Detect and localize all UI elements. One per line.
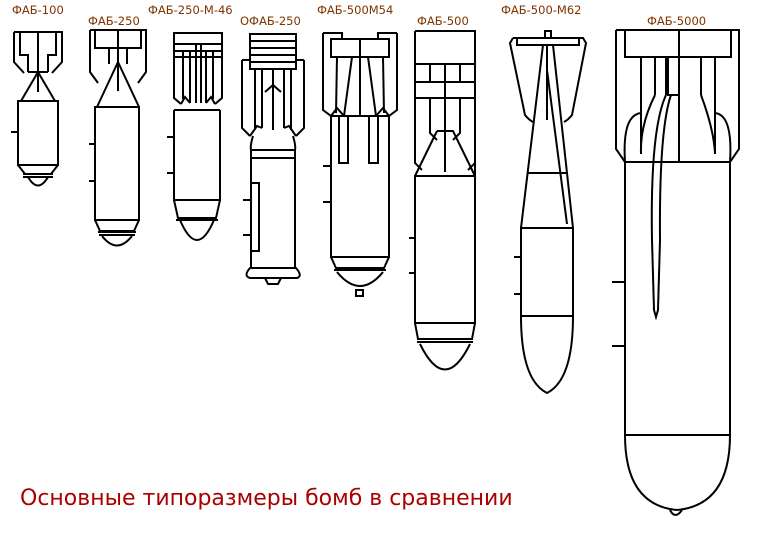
bomb-fab-500-m62 [508, 30, 588, 395]
label-fab-250-m-46: ФАБ-250-М-46 [148, 3, 233, 17]
label-fab-500-m62: ФАБ-500-М62 [501, 3, 582, 17]
bomb-fab-500m54 [322, 32, 398, 297]
bomb-fab-500 [409, 30, 476, 371]
bomb-fab-100 [11, 31, 63, 187]
label-fab-500: ФАБ-500 [417, 14, 469, 28]
label-fab-250: ФАБ-250 [88, 14, 140, 28]
bomb-fab-250 [89, 29, 147, 247]
bomb-fab-5000 [612, 29, 740, 516]
bomb-ofab-250 [241, 33, 305, 285]
label-fab-100: ФАБ-100 [12, 3, 64, 17]
label-ofab-250: ОФАБ-250 [240, 14, 301, 28]
label-fab-5000: ФАБ-5000 [647, 14, 707, 28]
diagram-caption: Основные типоразмеры бомб в сравнении [20, 486, 513, 511]
bomb-fab-250-m-46 [167, 32, 223, 241]
label-fab-500m54: ФАБ-500М54 [317, 3, 394, 17]
